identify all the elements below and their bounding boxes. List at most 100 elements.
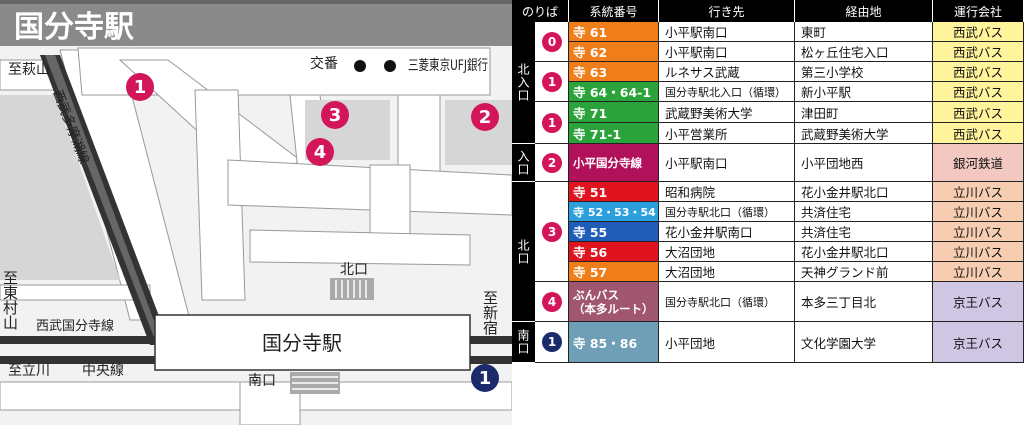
operator: 銀河鉄道 (933, 144, 1024, 182)
route-subname: （本多ルート） (573, 301, 654, 316)
destination: 国分寺駅北口（循環） (659, 202, 795, 222)
stop-cell: 3 (535, 182, 569, 282)
destination: 小平団地 (659, 322, 795, 363)
header-route-number: 系統番号 (569, 0, 659, 22)
via-stop: 共済住宅 (795, 202, 933, 222)
destination: 小平駅南口 (659, 42, 795, 62)
route-number: 寺 51 (569, 182, 659, 202)
route-number: 寺 63 (569, 62, 659, 82)
stop-cell: 1 (535, 62, 569, 102)
header-destination: 行き先 (659, 0, 795, 22)
via-stop: 新小平駅 (795, 82, 933, 102)
map-marker-label: 4 (314, 142, 327, 163)
destination: 国分寺駅北口（循環） (659, 282, 795, 322)
via-stop: 文化学園大学 (795, 322, 933, 363)
label-koban: 交番 (310, 55, 338, 72)
operator: 西武バス (933, 62, 1024, 82)
destination: 大沼団地 (659, 242, 795, 262)
stop-cell: 0 (535, 22, 569, 62)
destination: 大沼団地 (659, 262, 795, 282)
stop-cell: 1 (535, 102, 569, 144)
seibu-tamako-line (40, 55, 170, 345)
label-south-exit: 南口 (248, 373, 276, 389)
map-marker: 2 (471, 103, 499, 131)
route-number: 小平国分寺線 (569, 144, 659, 182)
stop-marker: 3 (542, 222, 562, 242)
destination: 花小金井駅南口 (659, 222, 795, 242)
operator: 立川バス (933, 242, 1024, 262)
road-south-exit (239, 381, 301, 425)
destination: 武蔵野美術大学 (659, 102, 795, 123)
route-number: 寺 61 (569, 22, 659, 42)
route-number: 寺 85・86 (569, 322, 659, 363)
via-stop: 東町 (795, 22, 933, 42)
map-marker: 1 (126, 73, 154, 101)
operator: 西武バス (933, 82, 1024, 102)
operator: 西武バス (933, 42, 1024, 62)
route-number: 寺 57 (569, 262, 659, 282)
map-marker-label: 2 (479, 107, 492, 128)
label-seibu-kokubunji: 西武国分寺線 (36, 318, 114, 334)
label-to-hagiyama: 至萩山 (8, 62, 50, 78)
stop-cell: 2 (535, 144, 569, 182)
label-bank: 三菱東京UFJ銀行 (408, 58, 488, 74)
map-marker: 3 (321, 101, 349, 129)
operator: 立川バス (933, 262, 1024, 282)
map-marker-label: 3 (329, 105, 342, 126)
route-number: 寺 71-1 (569, 123, 659, 144)
map-marker-circle (126, 73, 154, 101)
operator: 西武バス (933, 22, 1024, 42)
title-bar (0, 0, 512, 46)
page-title: 国分寺駅 (14, 10, 134, 45)
map-marker-circle (471, 103, 499, 131)
operator: 京王バス (933, 282, 1024, 322)
north-exit-stairs (330, 278, 374, 300)
road-center (194, 89, 246, 301)
map-marker-circle (306, 138, 334, 166)
table-row: 寺 51 昭和病院 花小金井駅北口 立川バス (512, 182, 1024, 202)
road-plaza (249, 229, 471, 266)
table-row: 寺 52・53・54 国分寺駅北口（循環） 共済住宅 立川バス (512, 202, 1024, 222)
label-chuo-line: 中央線 (82, 363, 124, 379)
label-to-shinjuku: 至新宿 (481, 290, 499, 335)
station-area-map: 国分寺駅 至萩山 西武多摩湖線 交番 三菱東京UFJ銀行 北口 南口 国分寺駅 … (0, 0, 512, 425)
route-number: 寺 62 (569, 42, 659, 62)
table-row: 寺 62 小平駅南口 松ヶ丘住宅入口 西武バス (512, 42, 1024, 62)
operator: 立川バス (933, 202, 1024, 222)
table-row: 寺 61 小平駅南口 東町 西武バス (512, 22, 1024, 42)
map-marker: 1 (471, 364, 499, 392)
destination: 小平駅南口 (659, 22, 795, 42)
station-building (154, 314, 471, 371)
map-marker-circle (321, 101, 349, 129)
label-station: 国分寺駅 (262, 331, 342, 355)
table-row: 寺 63 ルネサス武蔵 第三小学校 西武バス (512, 62, 1024, 82)
label-north-exit: 北口 (340, 262, 368, 278)
table-row: 寺 85・86 小平団地 文化学園大学 京王バス (512, 322, 1024, 363)
operator: 西武バス (933, 123, 1024, 144)
via-stop: 花小金井駅北口 (795, 242, 933, 262)
side-label: 入口 (512, 144, 535, 182)
stop-marker: 1 (542, 72, 562, 92)
table-row: 小平国分寺線 小平駅南口 小平団地西 銀河鉄道 (512, 144, 1024, 182)
table-row: 寺 71 武蔵野美術大学 津田町 西武バス (512, 102, 1024, 123)
destination: 小平駅南口 (659, 144, 795, 182)
map-marker-label: 1 (134, 77, 147, 98)
map-marker-label: 1 (479, 368, 492, 389)
via-stop: 津田町 (795, 102, 933, 123)
route-number: 寺 71 (569, 102, 659, 123)
table-row: ぶんバス （本多ルート） 国分寺駅北口（循環） 本多三丁目北 京王バス (512, 282, 1024, 322)
road-east-lower (369, 164, 411, 241)
header-stop: のりば (512, 0, 569, 22)
destination: 小平営業所 (659, 123, 795, 144)
route-number: 寺 52・53・54 (569, 202, 659, 222)
via-stop: 共済住宅 (795, 222, 933, 242)
route-number: 寺 56 (569, 242, 659, 262)
route-name: ぶんバス (573, 287, 619, 302)
route-number: 寺 64・64-1 (569, 82, 659, 102)
table-row: 寺 55 花小金井駅南口 共済住宅 立川バス (512, 222, 1024, 242)
stop-marker: 4 (542, 292, 562, 312)
header-operator: 運行会社 (933, 0, 1024, 22)
koban-icon (354, 60, 366, 72)
table-row: 寺 57 大沼団地 天神グランド前 立川バス (512, 262, 1024, 282)
side-label: 北入口 (512, 22, 535, 144)
